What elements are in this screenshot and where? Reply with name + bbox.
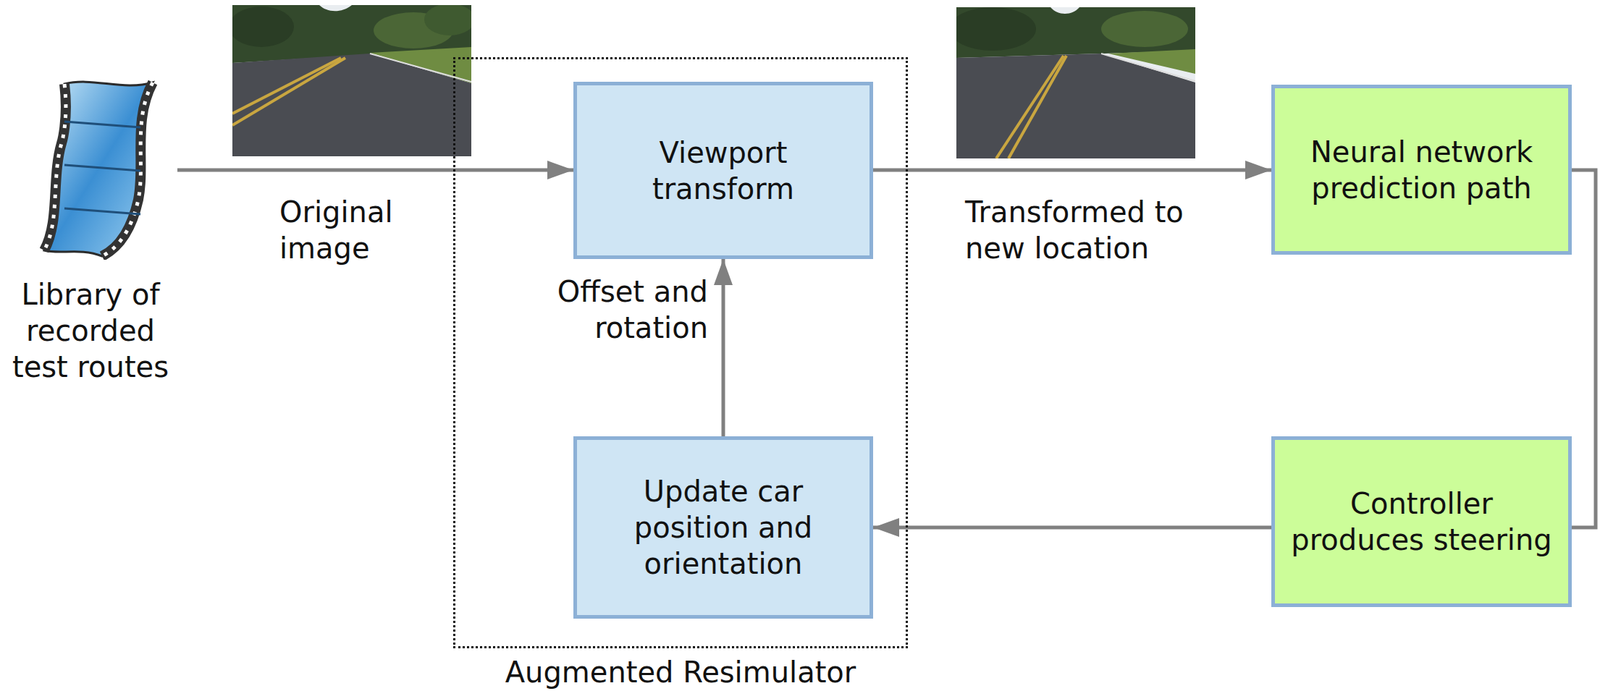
film-icon — [35, 76, 163, 260]
node-label: Viewport transform — [590, 134, 857, 208]
connector — [873, 526, 1272, 530]
process-box: Update car position and orientation — [573, 436, 874, 620]
node-label: Library of recorded test routes — [3, 276, 178, 386]
process-box: Controller produces steering — [1271, 436, 1572, 608]
connector — [721, 259, 726, 437]
film-library: Library of recorded test routes — [3, 72, 178, 386]
edge-label: Original image — [279, 194, 425, 267]
node-label: Controller produces steering — [1287, 485, 1556, 559]
connector — [177, 168, 574, 173]
road-photo — [232, 5, 472, 157]
edge-label: Transformed to new location — [965, 194, 1226, 267]
edge-label: Offset and rotation — [540, 273, 709, 347]
road-photo — [956, 7, 1196, 159]
node-label: Update car position and orientation — [590, 473, 857, 583]
connector — [1571, 170, 1596, 528]
connector — [873, 168, 1272, 173]
group-heading: Augmented Resimulator — [455, 658, 906, 688]
process-box: Viewport transform — [573, 81, 874, 260]
group-frame: Augmented ResimulatorViewport transformU… — [453, 57, 908, 649]
node-label: Neural network prediction path — [1287, 133, 1556, 207]
process-box: Neural network prediction path — [1271, 84, 1572, 255]
